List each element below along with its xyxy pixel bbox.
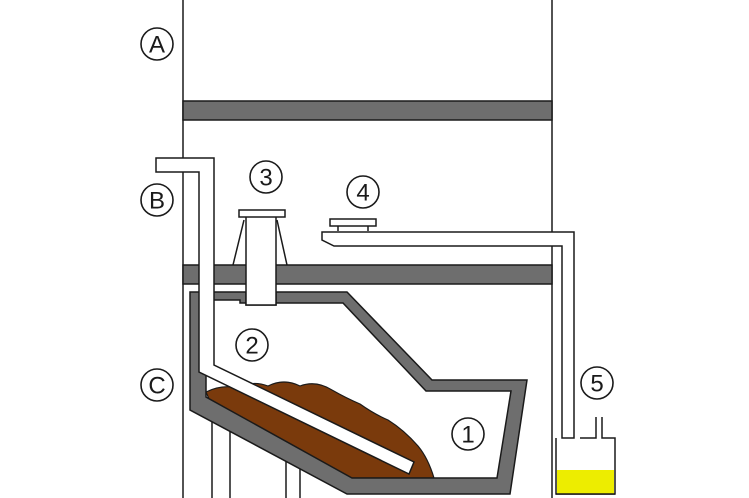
- label-part-2: 2: [235, 328, 269, 362]
- inlet-pipe: [155, 157, 415, 476]
- svg-text:3: 3: [259, 165, 272, 192]
- upper-floor-slab: [182, 100, 553, 121]
- svg-text:C: C: [148, 373, 165, 400]
- label-part-3: 3: [249, 160, 283, 194]
- svg-text:2: 2: [245, 333, 258, 360]
- svg-text:A: A: [149, 32, 165, 59]
- label-part-4: 4: [346, 175, 380, 209]
- svg-text:1: 1: [461, 422, 474, 449]
- collection-vessel: [555, 417, 616, 495]
- gas-outlet-cover: [232, 209, 288, 306]
- lower-floor-slab: [182, 264, 553, 285]
- label-floor-a: A: [140, 27, 174, 61]
- svg-text:B: B: [149, 188, 165, 215]
- svg-text:4: 4: [356, 180, 369, 207]
- collected-liquid: [557, 470, 614, 494]
- label-floor-c: C: [140, 368, 174, 402]
- label-floor-b: B: [140, 183, 174, 217]
- label-part-1: 1: [451, 417, 485, 451]
- label-part-5: 5: [580, 366, 614, 400]
- gas-pipe: [321, 218, 575, 439]
- svg-text:5: 5: [590, 371, 603, 398]
